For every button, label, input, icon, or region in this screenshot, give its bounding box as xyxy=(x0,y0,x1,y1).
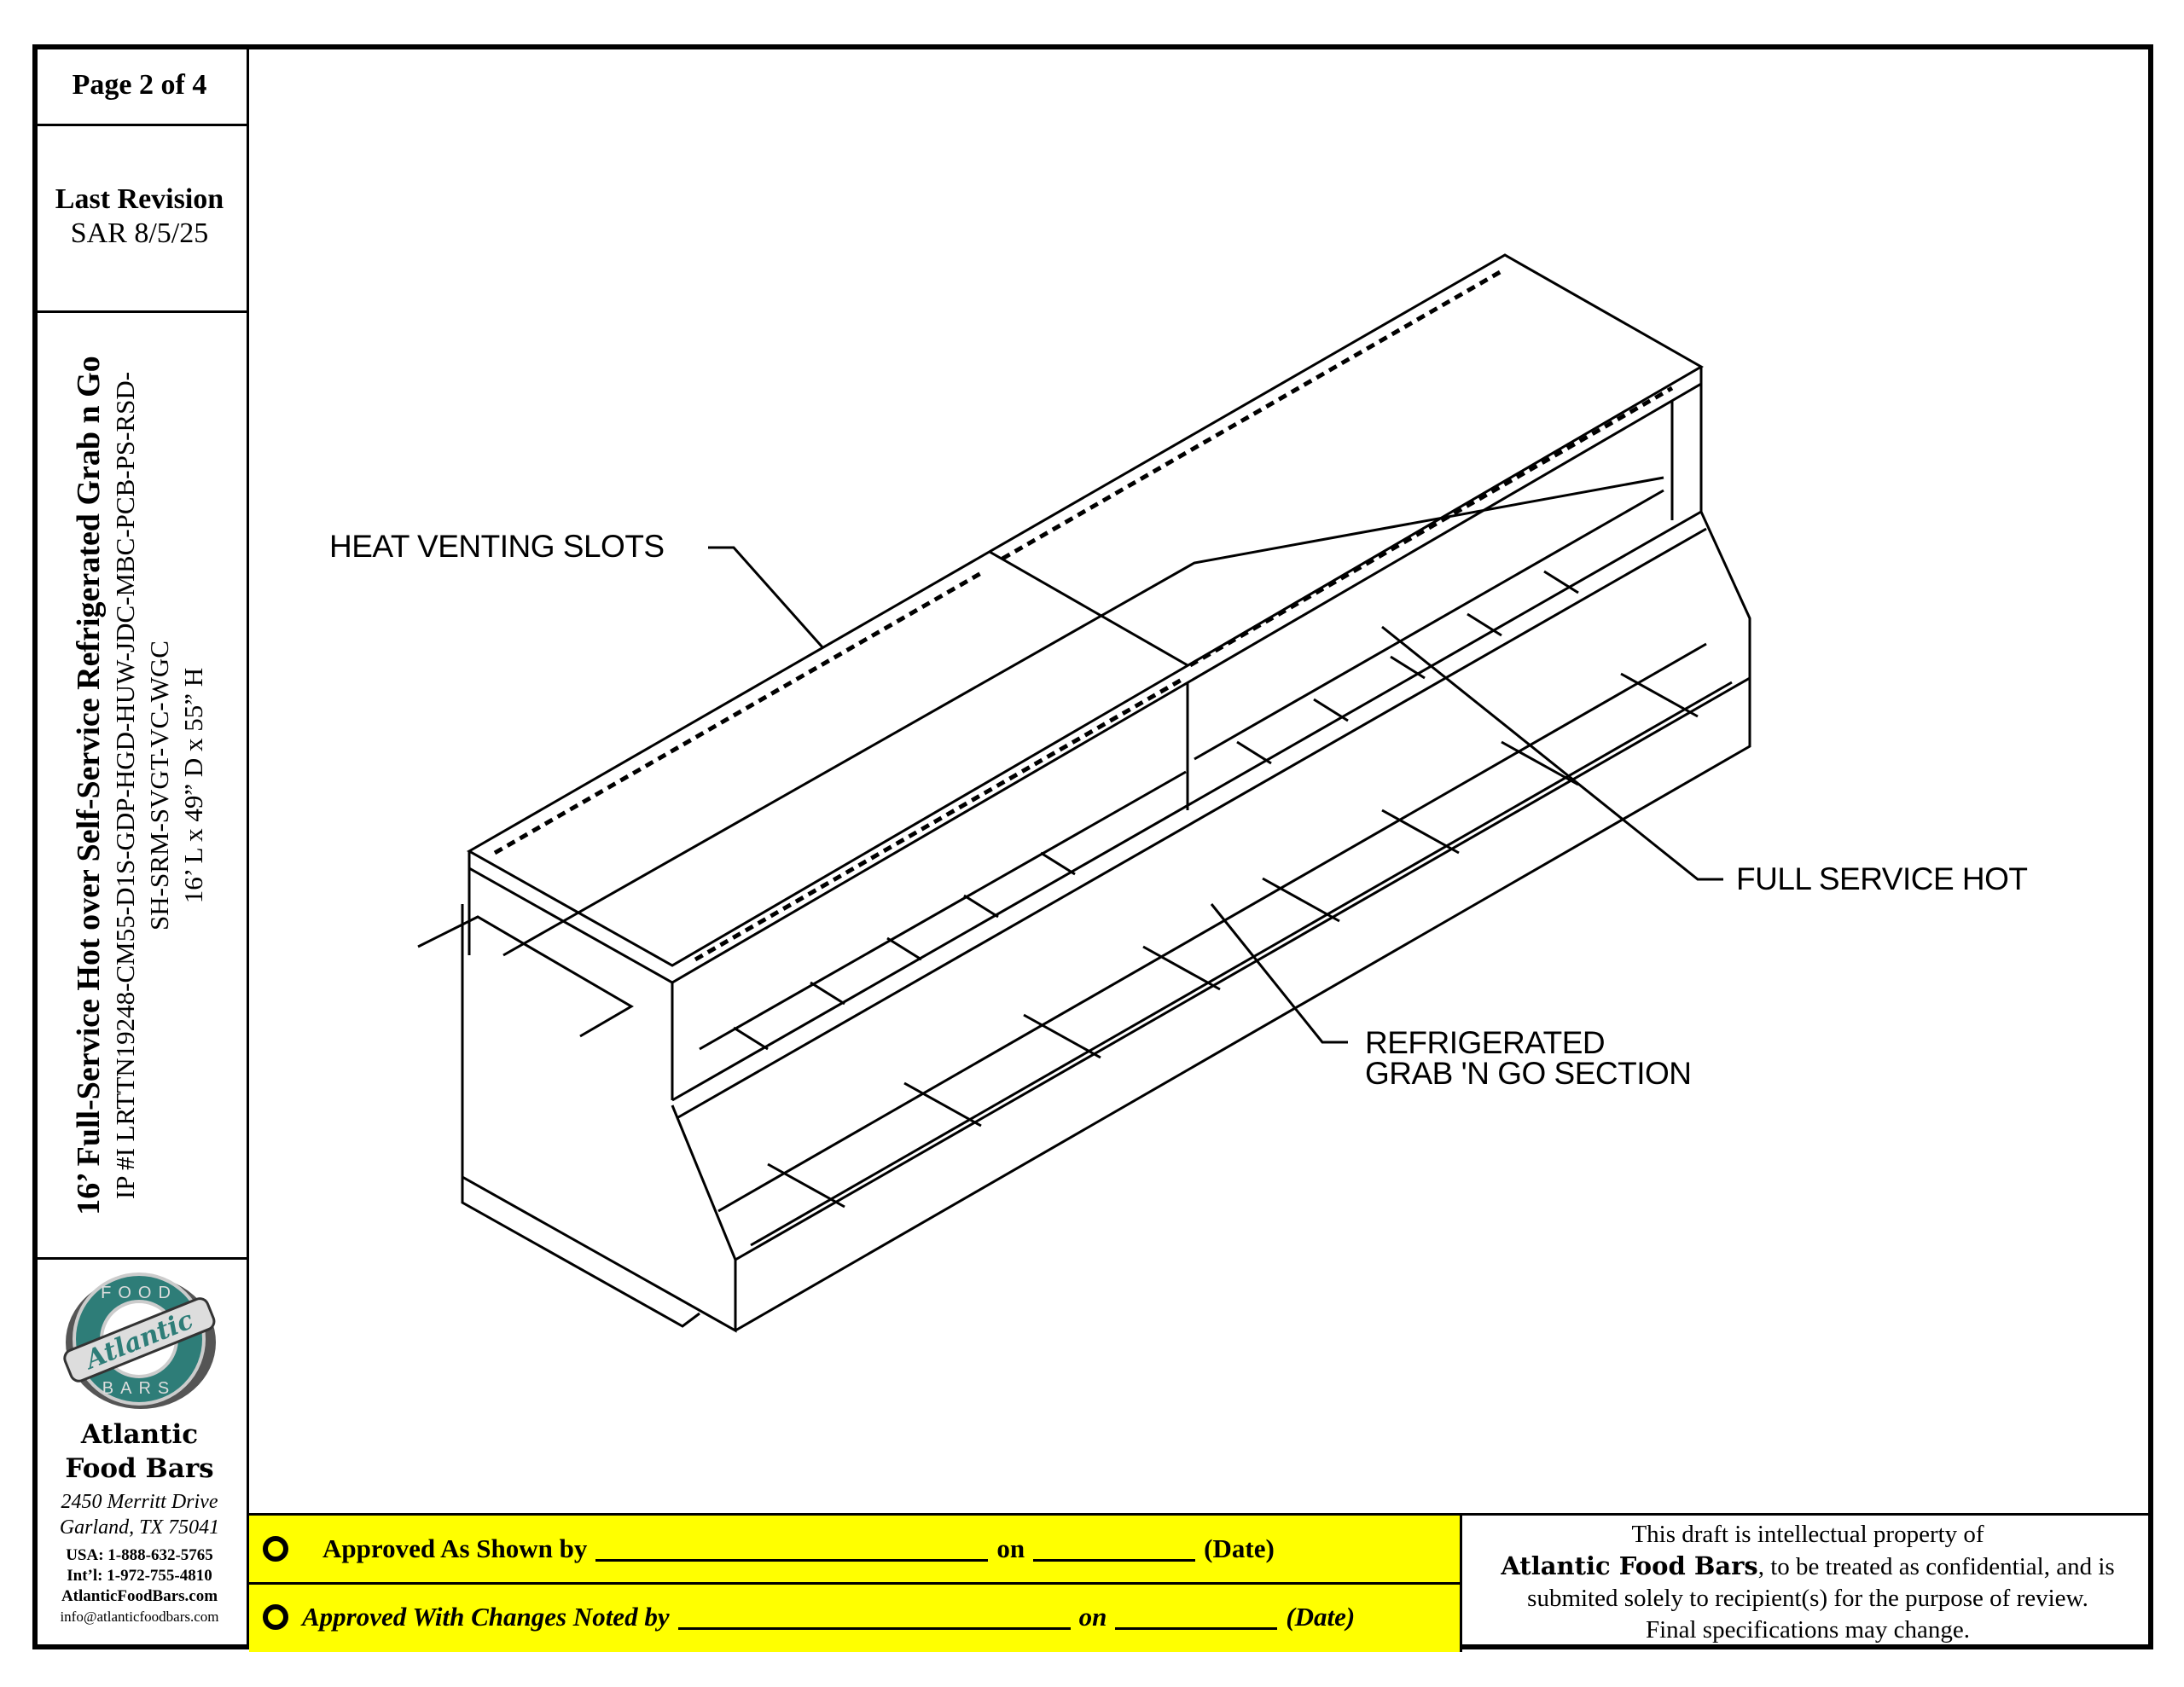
approval-row-as-shown: Approved As Shown by on (Date) xyxy=(249,1516,1460,1585)
approve-with-changes-radio[interactable] xyxy=(263,1604,288,1630)
date-label-2: (Date) xyxy=(1286,1602,1356,1632)
last-revision: Last Revision SAR 8/5/25 xyxy=(32,126,247,313)
notice-line-4: Final specifications may change. xyxy=(1645,1616,1971,1644)
confidentiality-notice: This draft is intellectual property of A… xyxy=(1462,1516,2153,1652)
shelf-front xyxy=(671,510,1702,1102)
date-label-1: (Date) xyxy=(1204,1533,1275,1563)
page-number: Page 2 of 4 xyxy=(32,44,247,126)
title-block-sidebar: Page 2 of 4 Last Revision SAR 8/5/25 16’… xyxy=(32,44,249,1649)
leader-hot xyxy=(1381,625,1723,881)
lid-seam xyxy=(989,550,1188,667)
company-address: 2450 Merritt Drive Garland, TX 75041 xyxy=(32,1489,247,1540)
lid-edge xyxy=(468,367,1703,984)
address-line-1: 2450 Merritt Drive xyxy=(61,1491,218,1513)
company-line-1: Atlantic xyxy=(80,1419,199,1450)
revision-label: Last Revision xyxy=(55,183,224,215)
label-heat-venting-slots: HEAT VENTING SLOTS xyxy=(329,529,665,564)
notice-line-2-rest: , to be treated as confidential, and is xyxy=(1757,1553,2115,1580)
approval-footer: Approved As Shown by on (Date) Approved … xyxy=(249,1513,2153,1652)
leader-refrig xyxy=(1210,903,1348,1044)
label-refrigerated-line1: REFRIGERATED xyxy=(1365,1025,1606,1060)
notice-line-2: Atlantic Food Bars, to be treated as con… xyxy=(1462,1551,2153,1583)
email-link[interactable]: info@atlanticfoodbars.com xyxy=(60,1609,219,1625)
lid-top xyxy=(466,253,1705,967)
contact-info: USA: 1-888-632-5765 Int’l: 1-972-755-481… xyxy=(32,1545,247,1627)
side-shelf xyxy=(417,915,634,1038)
date-line-1[interactable] xyxy=(1033,1537,1196,1562)
approver-signature-line-1[interactable] xyxy=(595,1537,989,1562)
notice-line-1: This draft is intellectual property of xyxy=(1631,1521,1984,1548)
company-name: Atlantic Food Bars xyxy=(32,1417,247,1486)
label-refrigerated-line2: GRAB 'N GO SECTION xyxy=(1365,1056,1692,1091)
model-line-1: IP #I LRTTN19248-CM55-D1S-GDP-HGD-HUW-JD… xyxy=(109,371,140,1199)
product-title-block: 16’ Full-Service Hot over Self-Service R… xyxy=(32,313,247,1260)
approver-signature-line-2[interactable] xyxy=(677,1605,1071,1630)
company-line-2: Food Bars xyxy=(65,1453,214,1484)
on-label-2: on xyxy=(1078,1602,1107,1632)
website-link[interactable]: AtlanticFoodBars.com xyxy=(61,1587,218,1605)
label-full-service-hot: FULL SERVICE HOT xyxy=(1736,861,2028,896)
product-title: 16’ Full-Service Hot over Self-Service R… xyxy=(70,355,107,1215)
hot-wells xyxy=(699,489,1664,1051)
approval-with-changes-label: Approved With Changes Noted by xyxy=(302,1602,670,1632)
leader-vents xyxy=(708,546,825,649)
svg-text:BARS: BARS xyxy=(102,1379,176,1398)
approve-as-shown-radio[interactable] xyxy=(263,1536,288,1562)
address-line-2: Garland, TX 75041 xyxy=(59,1516,220,1539)
approval-box: Approved As Shown by on (Date) Approved … xyxy=(249,1516,1462,1652)
atlantic-logo: FOOD BARS Atlantic xyxy=(32,1264,247,1422)
cabinet-front-bottom xyxy=(735,678,1751,1332)
revision-value: SAR 8/5/25 xyxy=(70,217,209,249)
cabinet-front-top xyxy=(735,511,1751,1261)
approval-row-with-changes: Approved With Changes Noted by on (Date) xyxy=(249,1584,1460,1650)
phone-usa: USA: 1-888-632-5765 xyxy=(66,1546,213,1564)
date-line-2[interactable] xyxy=(1115,1605,1278,1630)
svg-text:FOOD: FOOD xyxy=(101,1284,177,1302)
notice-company: Atlantic Food Bars xyxy=(1501,1551,1758,1580)
notice-line-3: submited solely to recipient(s) for the … xyxy=(1527,1585,2088,1612)
model-line-2: SH-SRM-SVGT-VC-WGC xyxy=(143,640,174,930)
refrigerated-shelves xyxy=(767,672,1699,1209)
phone-intl: Int’l: 1-972-755-4810 xyxy=(67,1567,212,1585)
vent-slots xyxy=(493,269,1674,962)
approval-as-shown-label: Approved As Shown by xyxy=(322,1533,588,1563)
posts xyxy=(468,384,1703,1100)
dimensions: 16’ L x 49” D x 55” H xyxy=(177,667,208,903)
on-label-1: on xyxy=(996,1533,1025,1563)
cabinet-left xyxy=(461,904,737,1333)
